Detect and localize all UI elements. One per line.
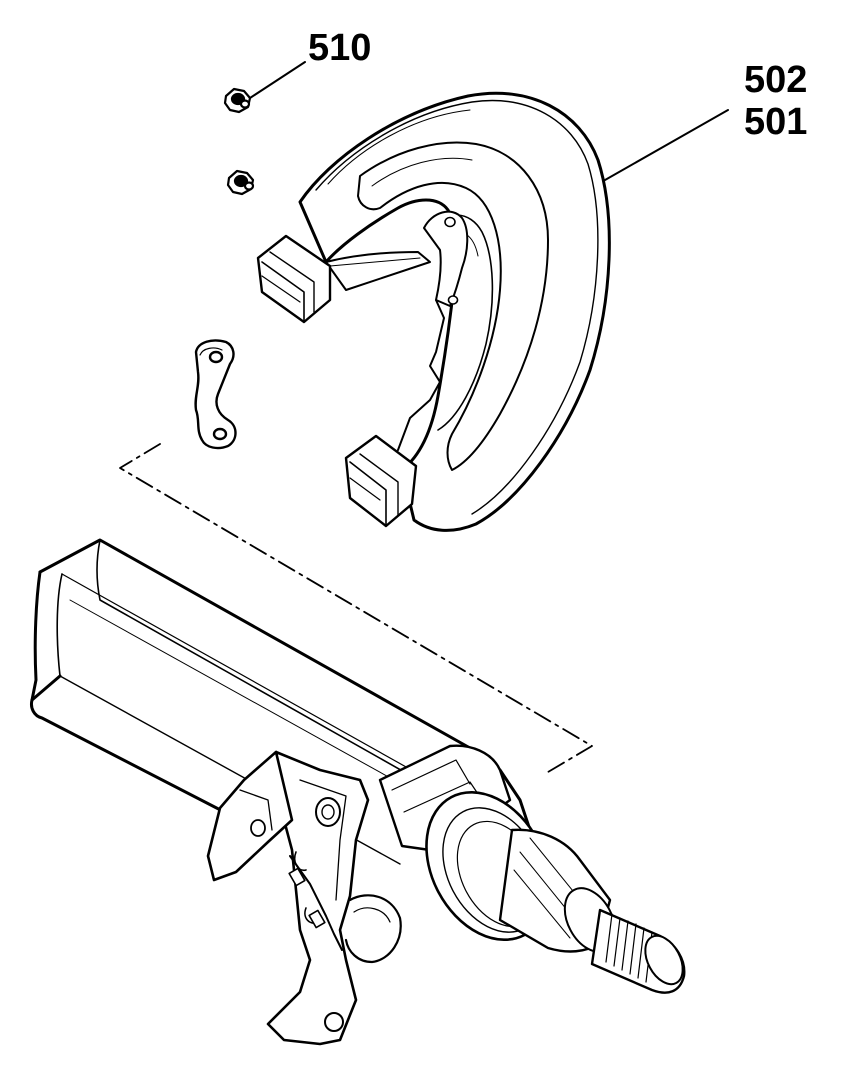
bolt-510-lower <box>226 169 255 196</box>
splash-shield <box>256 91 611 532</box>
axle-housing <box>30 538 686 1046</box>
callout-502: 502 <box>744 59 808 101</box>
shield-clip-upper <box>256 234 332 324</box>
alignment-guide-line <box>119 443 593 773</box>
callout-510: 510 <box>308 27 372 69</box>
shield-clip-lower <box>344 434 418 528</box>
leader-line-501-502 <box>597 109 729 185</box>
bolt-510-upper <box>223 87 252 114</box>
leader-line-510 <box>249 61 306 99</box>
callout-501: 501 <box>744 101 808 143</box>
bracket-plate <box>194 339 237 450</box>
